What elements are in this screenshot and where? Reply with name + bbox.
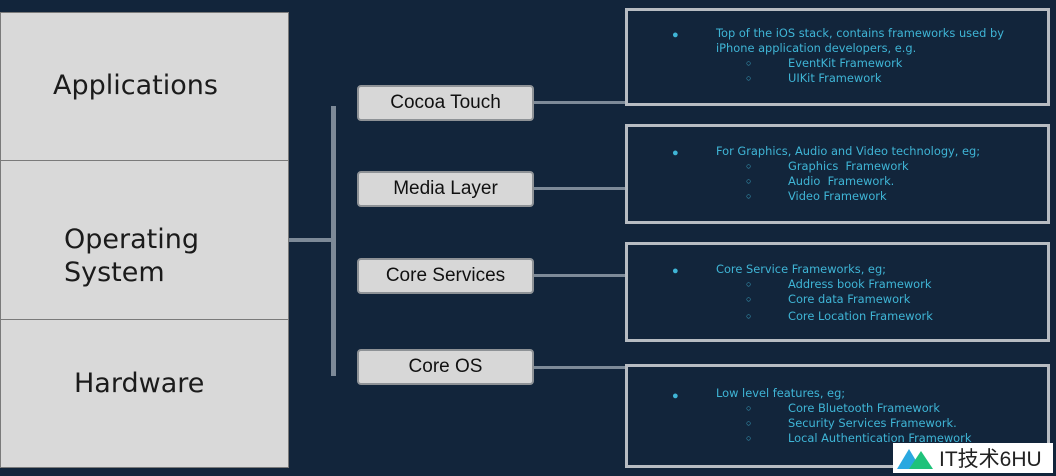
sub-bullet-marker: ○	[746, 176, 752, 186]
connector-cocoa-to-box	[534, 101, 626, 104]
item-graphics: Graphics Framework	[788, 159, 909, 173]
layer-core-os: Core OS	[357, 349, 534, 385]
applications-label: Applications	[53, 70, 218, 101]
layer-media: Media Layer	[357, 171, 534, 207]
item-eventkit: EventKit Framework	[788, 56, 903, 70]
stack-applications: Applications	[0, 12, 289, 161]
item-security-services: Security Services Framework.	[788, 416, 957, 430]
system-label: System	[64, 257, 165, 288]
connector-spine	[331, 106, 336, 376]
desc-core-os: Low level features, eg;	[716, 386, 846, 400]
watermark-logo-icon	[895, 445, 935, 471]
item-audio: Audio Framework.	[788, 174, 895, 188]
desc-cocoa-touch: Top of the iOS stack, contains framework…	[716, 26, 1004, 55]
desc-media: For Graphics, Audio and Video technology…	[716, 144, 981, 158]
bullet-marker: ●	[672, 29, 679, 41]
sub-bullet-marker: ○	[746, 279, 752, 289]
hardware-label: Hardware	[74, 368, 205, 399]
info-box-cocoa-touch: ● Top of the iOS stack, contains framewo…	[625, 8, 1050, 106]
connector-services-to-box	[534, 274, 626, 277]
item-core-bluetooth: Core Bluetooth Framework	[788, 401, 940, 415]
sub-bullet-marker: ○	[746, 418, 752, 428]
sub-bullet-marker: ○	[746, 403, 752, 413]
layer-core-services: Core Services	[357, 258, 534, 294]
connector-stack-to-spine	[289, 238, 335, 242]
item-local-authentication: Local Authentication Framework	[788, 431, 972, 445]
layer-cocoa-touch: Cocoa Touch	[357, 85, 534, 121]
info-box-core-services: ● Core Service Frameworks, eg; ○ Address…	[625, 242, 1050, 342]
connector-coreos-to-box	[534, 366, 626, 369]
bullet-marker: ●	[672, 147, 679, 159]
item-address-book: Address book Framework	[788, 277, 932, 291]
sub-bullet-marker: ○	[746, 294, 752, 304]
info-box-media: ● For Graphics, Audio and Video technolo…	[625, 124, 1050, 224]
info-box-core-os: ● Low level features, eg; ○ Core Bluetoo…	[625, 364, 1050, 468]
watermark-text: IT技术6HU	[939, 448, 1042, 471]
stack-operating-system: Operating System	[0, 160, 289, 320]
watermark: IT技术6HU	[893, 443, 1053, 473]
bullet-marker: ●	[672, 390, 679, 402]
item-uikit: UIKit Framework	[788, 71, 882, 85]
connector-media-to-box	[534, 187, 626, 190]
sub-bullet-marker: ○	[746, 311, 752, 321]
sub-bullet-marker: ○	[746, 73, 752, 83]
item-video: Video Framework	[788, 189, 887, 203]
operating-label: Operating	[64, 224, 199, 255]
stack-hardware: Hardware	[0, 319, 289, 468]
sub-bullet-marker: ○	[746, 161, 752, 171]
sub-bullet-marker: ○	[746, 433, 752, 443]
desc-core-services: Core Service Frameworks, eg;	[716, 262, 887, 276]
item-core-data: Core data Framework	[788, 292, 911, 306]
sub-bullet-marker: ○	[746, 191, 752, 201]
sub-bullet-marker: ○	[746, 58, 752, 68]
bullet-marker: ●	[672, 265, 679, 277]
item-core-location: Core Location Framework	[788, 309, 933, 323]
